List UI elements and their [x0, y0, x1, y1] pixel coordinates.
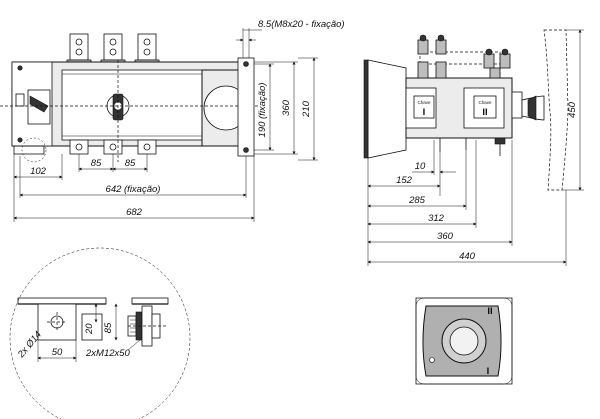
indicator-window	[15, 93, 25, 107]
detail-view: 2x Ø14 50 20 85 2xM12x50	[9, 247, 191, 419]
dim-285: 285	[408, 195, 426, 206]
side-terminals	[417, 34, 511, 79]
bottom-terminals	[69, 139, 157, 155]
bottom-connector	[13, 145, 45, 155]
dim-210: 210	[301, 100, 312, 118]
dim-85-left: 85	[91, 158, 102, 169]
handle-label-top: II	[487, 306, 492, 317]
dim-190: 190 (fixação)	[257, 83, 268, 138]
dim-hole: 2x Ø14	[15, 329, 44, 360]
dim-682: 682	[126, 207, 143, 218]
dim-50: 50	[52, 347, 63, 358]
handle-label-bottom: I	[487, 366, 490, 377]
dim-bolts: 2xM12x50	[85, 348, 131, 359]
dim-20: 20	[84, 323, 95, 335]
handle-view: II I	[415, 297, 513, 385]
chave-label-right: Chave	[478, 100, 492, 105]
dim-360-side: 360	[437, 231, 454, 242]
dim-642: 642 (fixação)	[106, 184, 161, 195]
dim-360-front: 360	[281, 99, 292, 116]
roman-label-right: II	[482, 107, 487, 118]
center-panel	[61, 69, 203, 141]
dim-10: 10	[415, 161, 426, 172]
dim-450: 450	[567, 101, 578, 118]
dim-bolt-note: 8.5(M8x20 - fixação)	[258, 19, 345, 30]
dim-440: 440	[459, 251, 476, 262]
dim-152: 152	[396, 175, 413, 186]
dim-85-right: 85	[125, 158, 136, 169]
front-view: MANUAL AUTO	[0, 19, 345, 222]
roman-label-left: I	[423, 107, 426, 118]
lever-icon	[29, 95, 49, 113]
chave-label-left: Chave	[417, 100, 431, 105]
dim-102: 102	[30, 166, 47, 177]
dim-85-detail: 85	[103, 322, 114, 333]
side-housing	[367, 59, 407, 159]
dim-312: 312	[428, 213, 445, 224]
handle-outline	[543, 29, 569, 191]
bolt-assembly	[127, 305, 168, 347]
side-view: Chave I Chave II	[363, 29, 584, 266]
